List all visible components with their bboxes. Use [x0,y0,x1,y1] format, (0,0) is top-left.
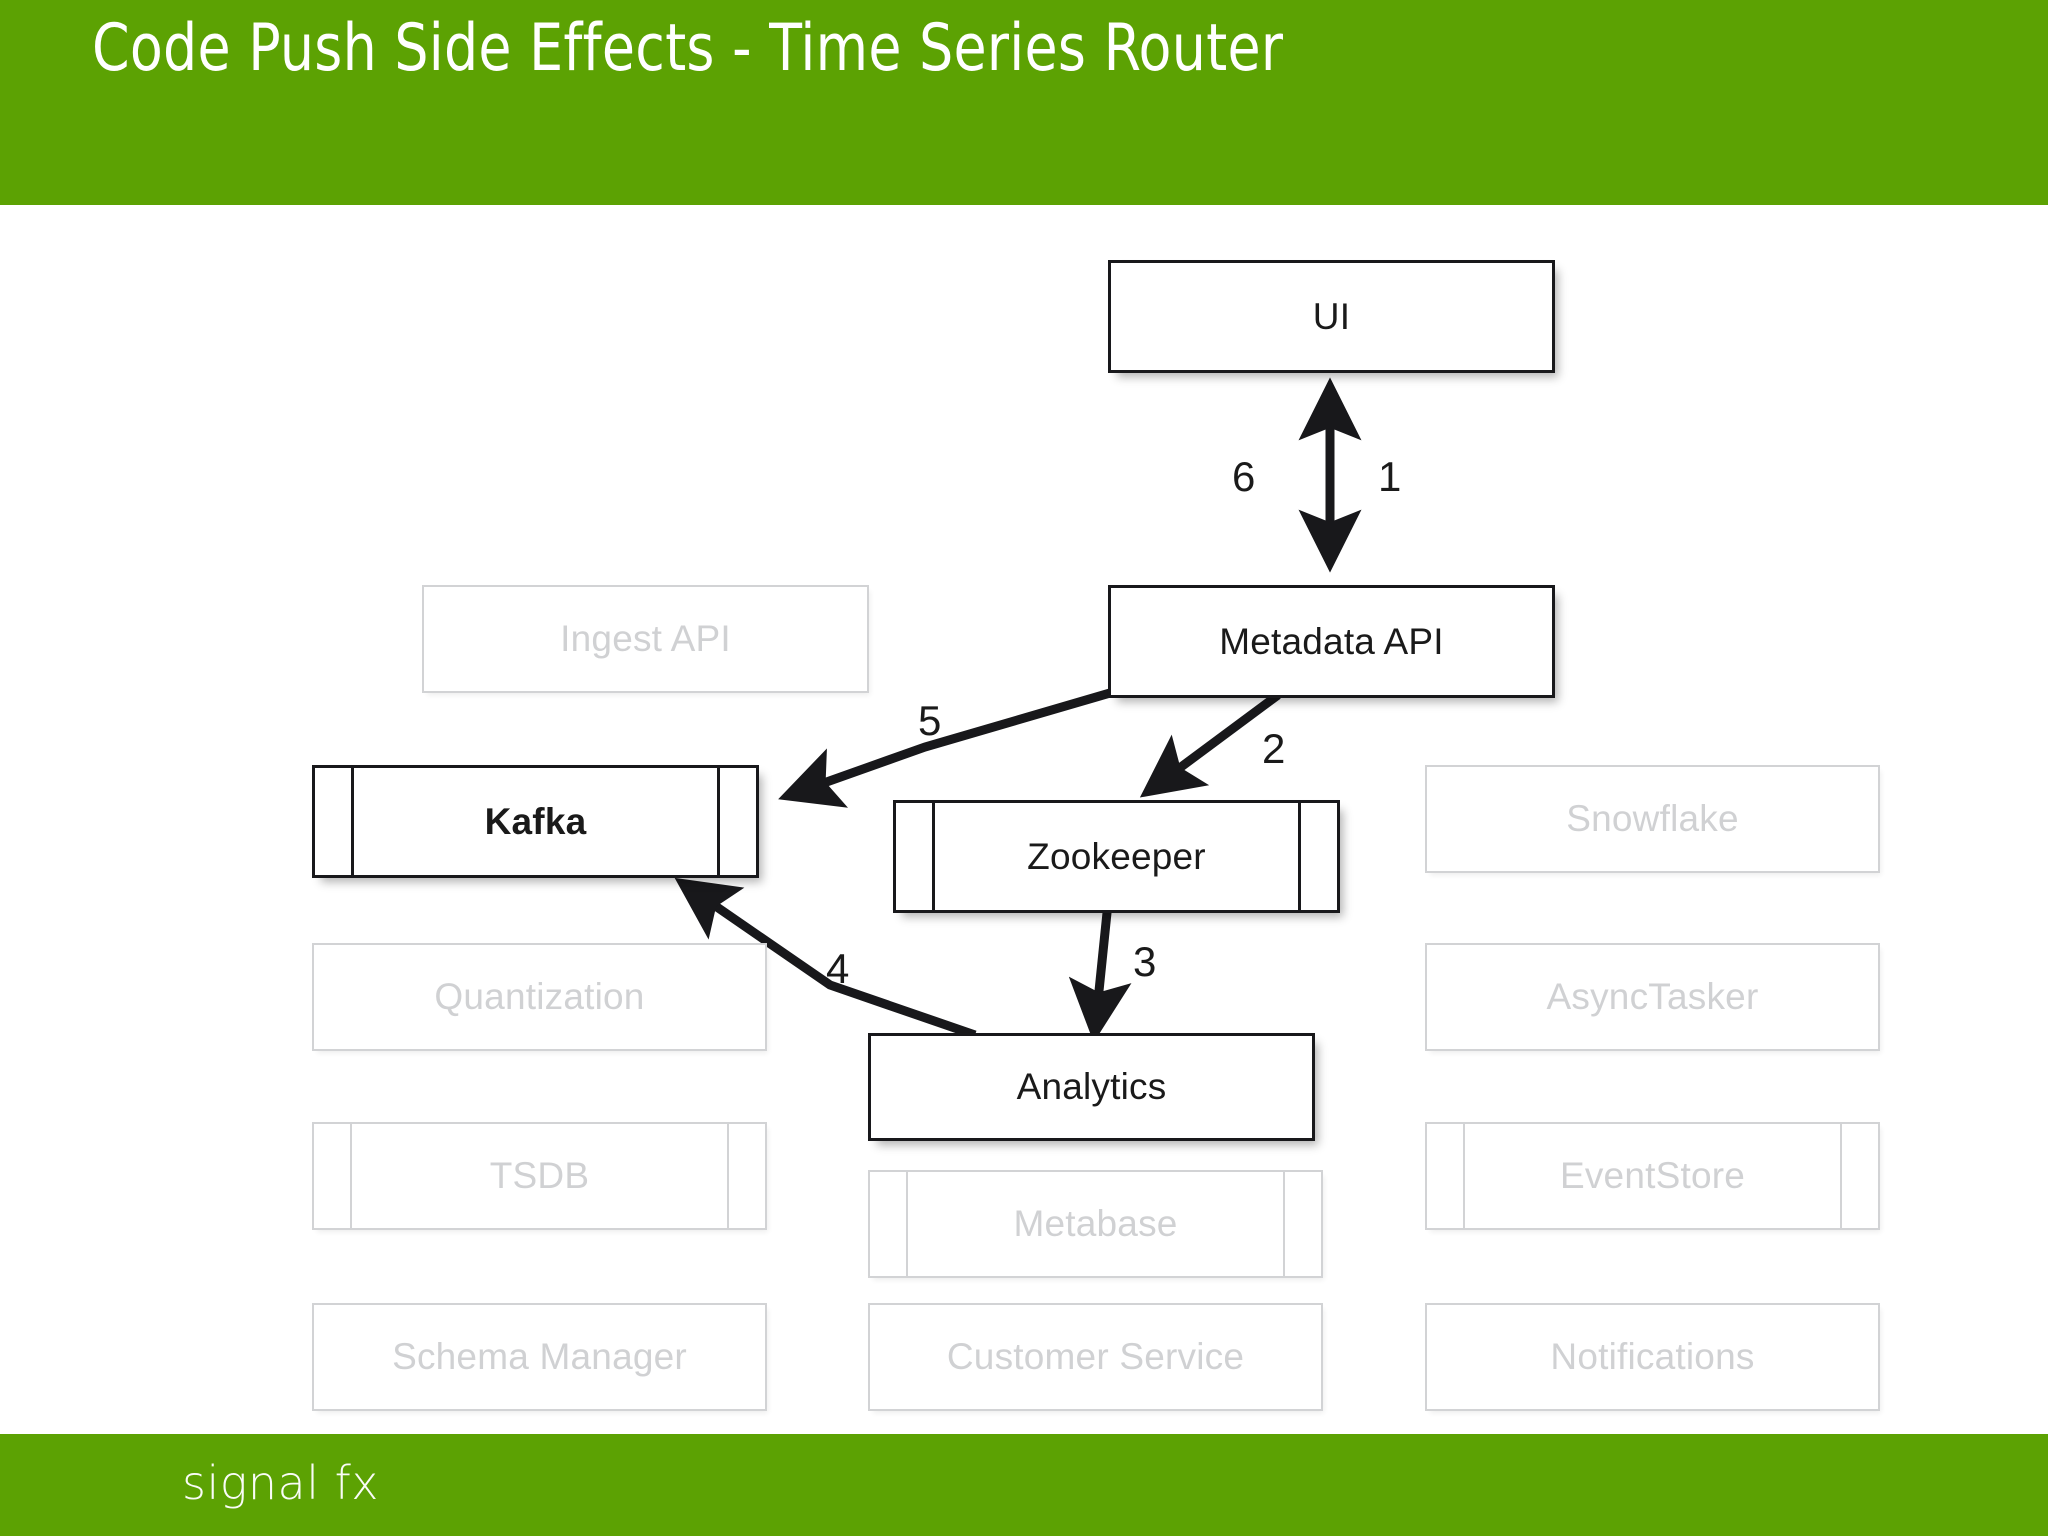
node-quantization-label: Quantization [434,976,645,1017]
node-customer-service[interactable]: Customer Service [868,1303,1323,1411]
node-metadata-api-label: Metadata API [1219,620,1444,662]
node-metadata-api[interactable]: Metadata API [1108,585,1555,698]
node-analytics-label: Analytics [1016,1066,1167,1107]
edge-label-6: 6 [1232,453,1256,500]
node-ingest-api[interactable]: Ingest API [422,585,869,693]
title-band: Code Push Side Effects - Time Series Rou… [0,0,2048,205]
edge-3-arrow [1068,902,1132,1043]
node-eventstore[interactable]: EventStore [1425,1122,1880,1230]
node-analytics[interactable]: Analytics [868,1033,1315,1141]
node-asynctasker[interactable]: AsyncTasker [1425,943,1880,1051]
page-title: Code Push Side Effects - Time Series Rou… [92,11,1284,86]
diagram-canvas: 6 1 5 2 3 4 UI Metadata API Ingest API K… [0,205,2048,1434]
edge-label-4: 4 [826,945,850,992]
node-snowflake[interactable]: Snowflake [1425,765,1880,873]
queue-rail-left-icon [350,1124,352,1228]
node-snowflake-label: Snowflake [1566,798,1739,839]
node-quantization[interactable]: Quantization [312,943,767,1051]
queue-rail-left-icon [351,768,354,875]
queue-rail-right-icon [1840,1124,1842,1228]
signalfx-logo: signal fx [182,1456,380,1510]
queue-rail-right-icon [717,768,720,875]
edge-label-3: 3 [1133,938,1157,985]
queue-rail-right-icon [1283,1172,1285,1276]
edge-5-arrow [778,688,1112,808]
node-zookeeper-label: Zookeeper [1027,835,1206,877]
node-tsdb[interactable]: TSDB [312,1122,767,1230]
queue-rail-left-icon [906,1172,908,1276]
node-customer-service-label: Customer Service [946,1336,1245,1377]
node-schema-manager[interactable]: Schema Manager [312,1303,767,1411]
node-schema-manager-label: Schema Manager [392,1336,687,1377]
queue-rail-left-icon [932,803,935,910]
node-notifications-label: Notifications [1550,1336,1755,1377]
node-metabase-label: Metabase [1013,1203,1178,1244]
queue-rail-right-icon [727,1124,729,1228]
node-ui[interactable]: UI [1108,260,1555,373]
node-ui-label: UI [1312,295,1351,337]
node-asynctasker-label: AsyncTasker [1546,976,1759,1017]
node-ingest-api-label: Ingest API [560,618,731,659]
node-zookeeper[interactable]: Zookeeper [893,800,1340,913]
footer-band: signal fx [0,1434,2048,1536]
node-notifications[interactable]: Notifications [1425,1303,1880,1411]
node-metabase[interactable]: Metabase [868,1170,1323,1278]
node-kafka-label: Kafka [484,800,587,842]
queue-rail-right-icon [1298,803,1301,910]
edge-label-2: 2 [1262,725,1286,772]
edge-2-arrow [1139,691,1281,798]
edge-label-1: 1 [1378,453,1402,500]
queue-rail-left-icon [1463,1124,1465,1228]
node-tsdb-label: TSDB [489,1155,590,1196]
node-kafka[interactable]: Kafka [312,765,759,878]
node-eventstore-label: EventStore [1559,1155,1746,1196]
edge-label-5: 5 [918,697,942,744]
